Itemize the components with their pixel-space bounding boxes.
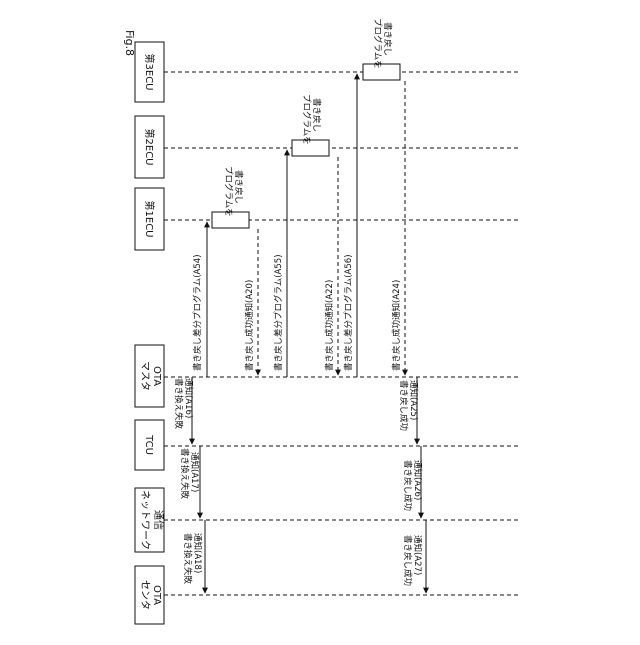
message-label-a20: 書き戻し成功通知(A20) [244,280,255,371]
message-label-a27-1: 書き戻し成功 [402,535,413,586]
entity-label-ecu1: 第1ECU [143,201,156,238]
activity-label-ecu1-1: プログラムを [223,166,234,217]
message-label-a26-2: 通知(A26) [412,460,423,500]
message-label-a27-2: 通知(A27) [412,535,423,575]
activity-label-ecu3-2: 書き戻し [382,22,393,56]
message-label-a16-1: 書き換え失敗 [173,378,184,430]
message-label-a55: 書き戻し差分プログラム(A55) [273,254,284,371]
figure-label: Fig.8 [123,30,136,56]
message-label-a24: 書き戻し成功通知(A24) [391,280,402,371]
message-label-a22: 書き戻し成功通知(A22) [324,280,335,371]
entity-label-network-2: ネットワーク [139,490,151,550]
entity-label-network-1: 通信 [152,510,164,530]
entity-label-ota-master-1: OTA [151,366,162,386]
message-label-a25-2: 通知(A25) [408,380,419,420]
activity-label-ecu3-1: プログラムを [372,18,383,69]
message-label-a25-1: 書き戻し成功 [398,380,409,431]
activity-label-ecu2-2: 書き戻し [311,98,322,132]
message-label-a18-2: 通知(A18) [192,533,203,573]
message-label-a17-1: 書き換え失敗 [179,448,190,500]
entity-label-ecu2: 第2ECU [143,129,156,166]
activity-label-ecu2-1: プログラムを [301,94,312,145]
entity-label-ota-master-2: マスタ [139,361,151,391]
message-label-a54: 書き戻し差分プログラム(A54) [192,254,203,371]
message-label-a16-2: 通知(A16) [183,378,194,418]
message-label-a17-2: 通知(A17) [189,452,200,492]
message-label-a56: 書き戻し差分プログラム(A56) [343,254,354,371]
message-label-a18-1: 書き換え失敗 [182,533,193,585]
entity-label-ota-center-2: センタ [139,580,151,610]
entity-label-ecu3: 第3ECU [143,54,156,91]
activity-label-ecu1-2: 書き戻し [233,170,244,204]
message-label-a26-1: 書き戻し成功 [402,460,413,511]
entity-label-ota-center-1: OTA [151,585,162,605]
entity-label-tcu: TCU [143,434,154,455]
